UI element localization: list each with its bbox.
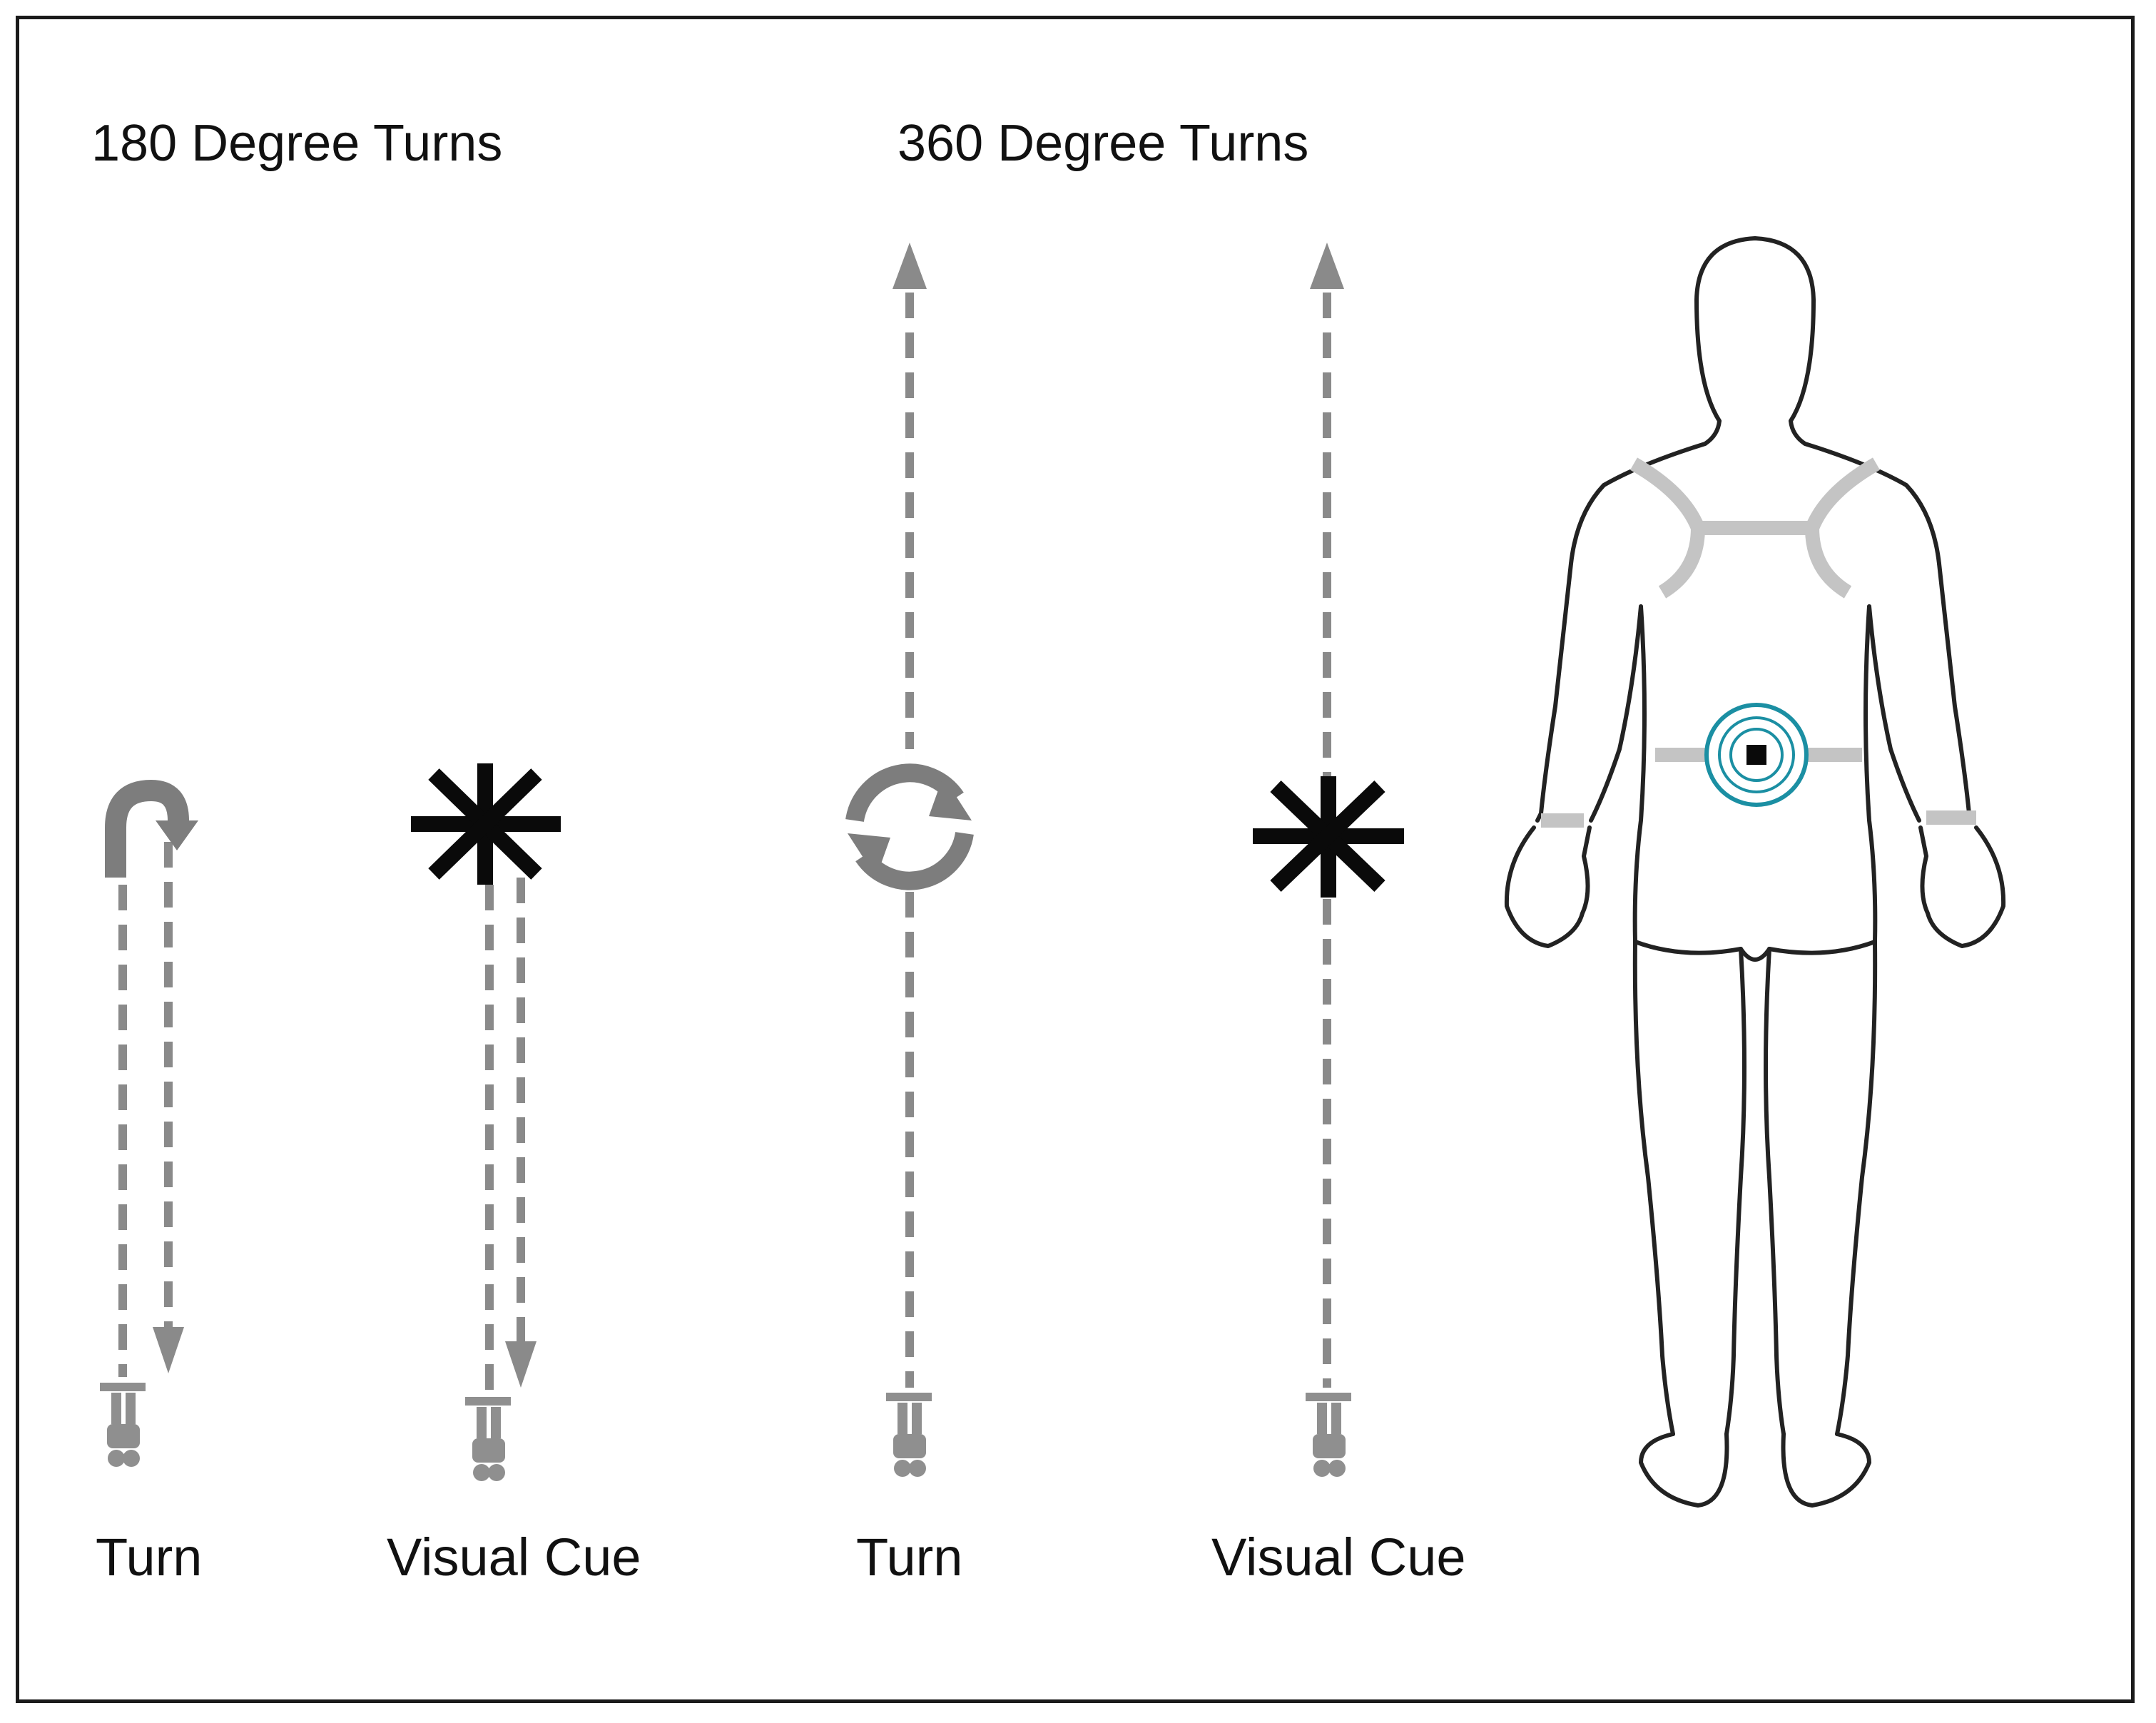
footprints-icon — [100, 1383, 146, 1467]
label-turn-180: Turn — [96, 1528, 203, 1587]
harness — [1541, 457, 1976, 828]
footprints-icon — [886, 1393, 932, 1477]
circular-arrows-icon — [845, 763, 974, 890]
label-turn-360: Turn — [856, 1528, 963, 1587]
human-figure — [1504, 236, 2006, 1508]
footprints-icon — [465, 1397, 511, 1481]
turn-360-path — [893, 243, 927, 1388]
asterisk-icon — [411, 763, 561, 885]
visual-cue-180-path — [485, 878, 537, 1391]
sensor-target-icon — [1704, 703, 1809, 807]
label-visual-cue-180: Visual Cue — [387, 1528, 641, 1587]
asterisk-icon — [1253, 776, 1404, 898]
heading-180-degree-turns: 180 Degree Turns — [91, 115, 503, 172]
heading-360-degree-turns: 360 Degree Turns — [898, 115, 1309, 172]
footprints-icon — [1306, 1393, 1351, 1477]
turn-180-path — [118, 842, 184, 1377]
visual-cue-360-path — [1310, 243, 1344, 1388]
u-turn-arrow-icon — [105, 779, 198, 878]
label-visual-cue-360: Visual Cue — [1211, 1528, 1466, 1587]
